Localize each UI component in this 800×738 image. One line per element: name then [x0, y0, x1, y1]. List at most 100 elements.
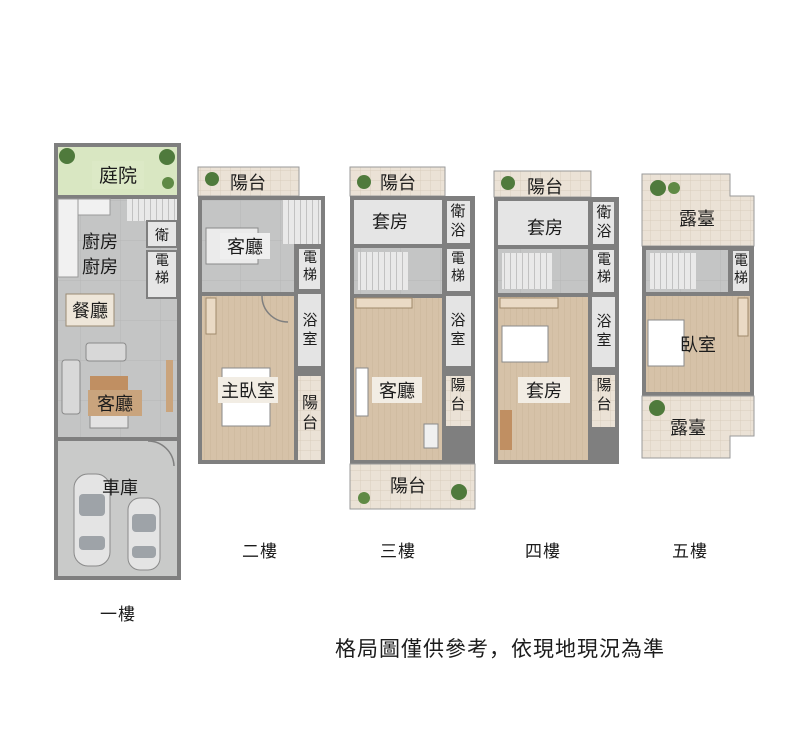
floor-caption-4: 四樓	[525, 542, 561, 562]
plant-icon	[357, 175, 371, 189]
label-balcony: 陽台	[390, 476, 426, 497]
plant-icon	[668, 182, 680, 194]
label-elevator: 電梯	[451, 251, 465, 285]
label-elevator: 電梯	[734, 253, 748, 287]
car-icon	[73, 473, 111, 567]
plant-icon	[59, 148, 75, 164]
label-garden: 庭院	[99, 165, 137, 187]
kitchen-counter	[57, 198, 79, 278]
label-elevator: 電梯	[597, 252, 611, 286]
floor-5-elevator	[731, 249, 751, 293]
kitchen-sink	[77, 198, 111, 216]
label-terrace: 露臺	[679, 209, 715, 230]
floor-5-stairs	[650, 253, 696, 289]
floor-3-shelf	[355, 297, 413, 309]
floor-2-door-arc	[261, 295, 289, 323]
label-balcony: 陽台	[596, 376, 611, 413]
floor-3-suite	[354, 200, 442, 244]
plant-icon	[649, 400, 665, 416]
armchairs	[89, 413, 129, 429]
label-balcony: 陽台	[527, 177, 563, 198]
floor-1-bath	[146, 220, 178, 248]
label-elevator: 電梯	[303, 250, 317, 284]
floor-caption-2: 二樓	[242, 542, 278, 562]
label-suite: 套房	[526, 381, 562, 402]
floor-3-balcony-side	[446, 376, 471, 426]
floor-4-desk	[500, 410, 512, 450]
disclaimer-text: 格局圖僅供參考，依現地現況為準	[335, 637, 665, 661]
car-icon	[127, 497, 161, 571]
floor-4-shelf	[499, 297, 559, 309]
master-label-box	[218, 377, 278, 403]
sofa-top	[85, 342, 127, 362]
floor-5-bed	[647, 319, 685, 367]
plant-icon	[358, 492, 370, 504]
garden-label-box	[92, 161, 144, 189]
label-living: 客廳	[227, 237, 263, 258]
suite-label-box	[518, 377, 570, 403]
living-label-box	[88, 390, 142, 416]
floor-3-sofa	[355, 367, 369, 417]
label-balcony: 陽台	[230, 173, 266, 194]
plant-icon	[650, 180, 666, 196]
floor-2-balcony-side	[298, 376, 321, 460]
floor-4-stairs	[502, 253, 552, 289]
sofa-left	[61, 359, 81, 415]
floor-1-plan: 庭院 廚房 廚房 衛 電梯 餐廳 客廳 車庫	[54, 143, 181, 580]
floor-caption-3: 三樓	[380, 542, 416, 562]
floor-4-balcony-side	[592, 375, 615, 427]
floor-3-desk	[423, 423, 439, 449]
label-elevator: 電梯	[155, 253, 169, 287]
plant-icon	[159, 149, 175, 165]
label-garage: 車庫	[102, 478, 138, 499]
label-shower: 浴室	[596, 312, 611, 349]
floor-2-plan: 陽台 客廳 電梯 浴室 主臥室 陽台	[197, 166, 325, 464]
floor-2-elevator	[297, 247, 322, 291]
plant-icon	[205, 172, 219, 186]
label-balcony: 陽台	[450, 376, 465, 413]
dining-table	[65, 293, 115, 327]
floor-1-elevator	[146, 250, 178, 299]
floor-4-elevator	[591, 248, 616, 294]
living-label-box	[220, 233, 270, 259]
garage-door-arc	[147, 440, 175, 467]
floor-3-bath	[445, 199, 472, 245]
floor-5-wardrobe	[737, 297, 749, 337]
label-shower: 浴室	[450, 311, 465, 348]
label-living: 客廳	[379, 381, 415, 402]
living-label-box	[372, 377, 422, 403]
label-bath: 衛浴	[450, 202, 465, 239]
label-balcony: 陽台	[302, 393, 318, 432]
floor-3-stairs	[358, 252, 408, 290]
floor-caption-5: 五樓	[672, 542, 708, 562]
floor-4-shower	[592, 297, 615, 367]
plant-icon	[162, 177, 174, 189]
label-bedroom: 臥室	[680, 335, 716, 356]
floor-4-bath	[591, 200, 616, 246]
label-suite: 套房	[372, 212, 408, 233]
label-bath: 浴室	[302, 311, 317, 348]
floor-3-elevator	[445, 247, 472, 293]
terrace-bottom	[641, 395, 755, 459]
plant-icon	[451, 484, 467, 500]
label-kitchen: 廚房	[82, 256, 118, 278]
tv-cabinet	[166, 360, 173, 412]
floor-1-stairs	[127, 199, 177, 221]
label-living: 客廳	[97, 394, 133, 415]
floor-2-wardrobe	[205, 297, 217, 335]
floor-2-stairs	[282, 200, 321, 244]
floor-3-shower	[446, 296, 471, 366]
label-bath: 衛浴	[596, 203, 611, 240]
label-dining: 餐廳	[72, 301, 108, 322]
label-kitchen: 廚房	[82, 231, 118, 253]
floor-caption-1: 一樓	[100, 605, 136, 625]
floor-5-plan: 露臺 電梯 臥室 露臺	[641, 173, 755, 459]
label-suite: 套房	[527, 218, 563, 239]
floor-4-plan: 陽台 套房 衛浴 電梯 浴室 套房 陽台	[493, 170, 619, 464]
label-terrace: 露臺	[670, 418, 706, 439]
floor-2-bath	[298, 294, 321, 366]
plant-icon	[501, 176, 515, 190]
label-bath: 衛	[155, 228, 169, 244]
label-master-bedroom: 主臥室	[221, 381, 275, 402]
